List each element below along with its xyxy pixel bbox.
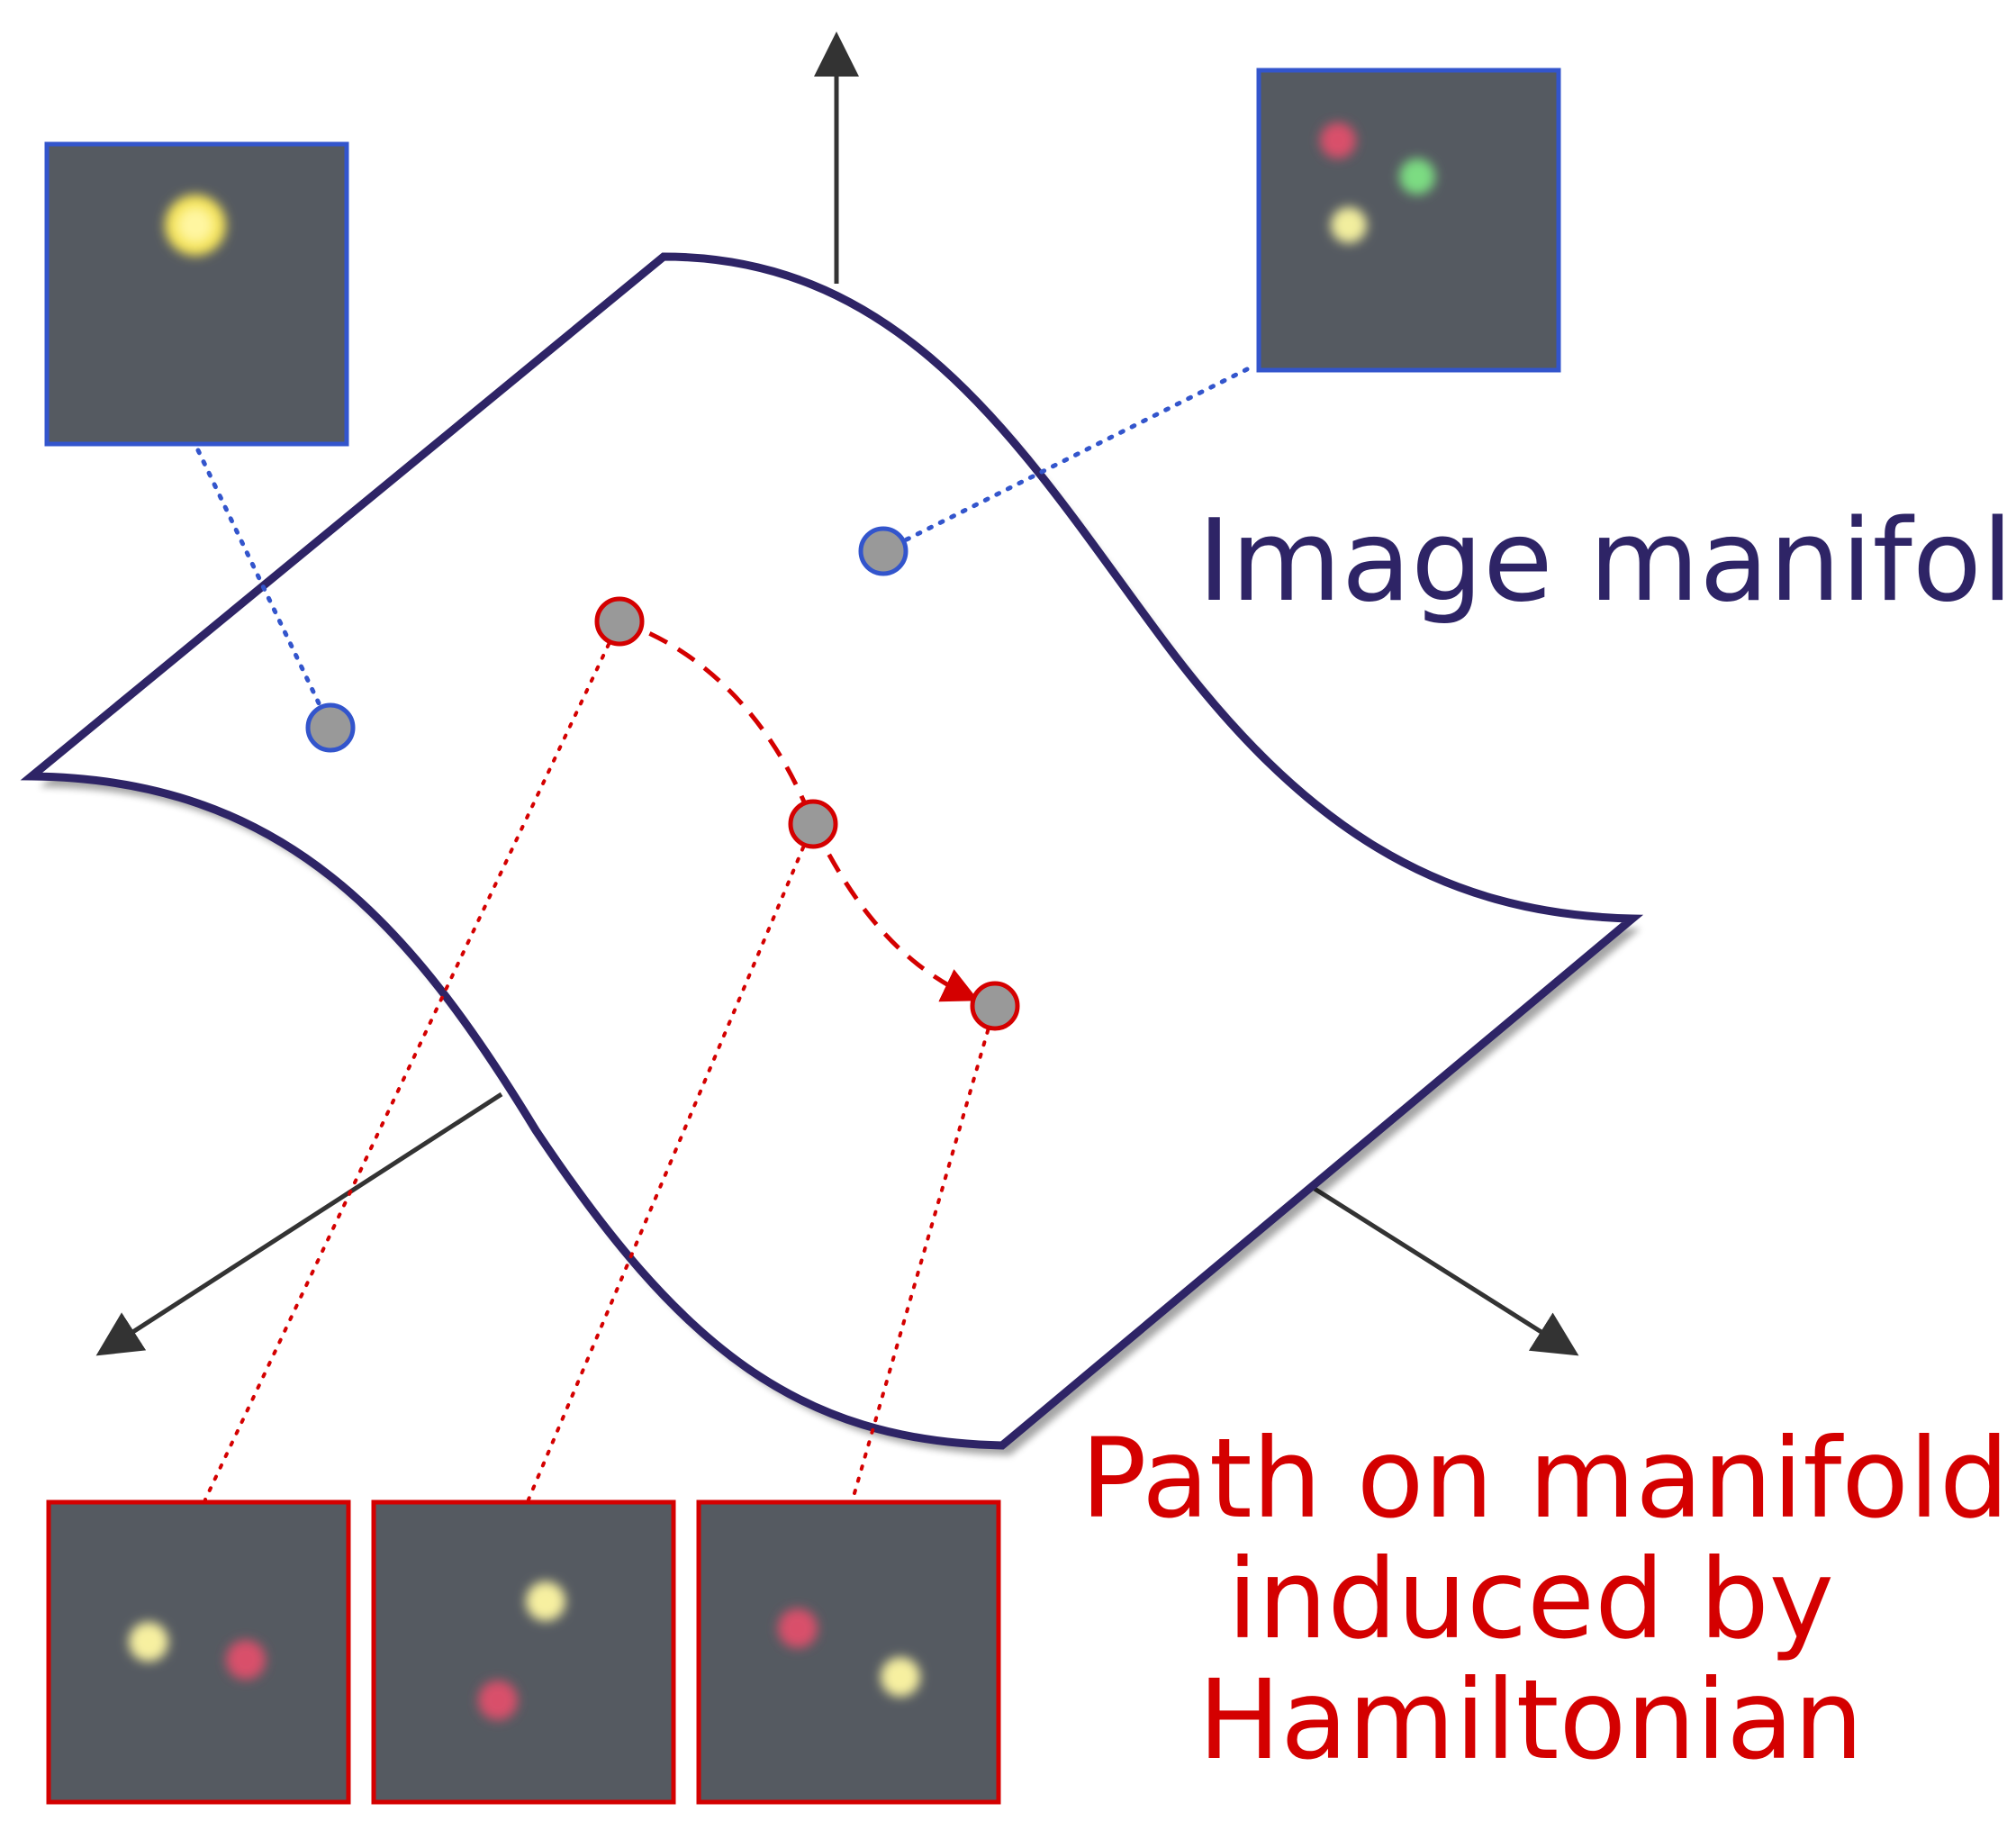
path-label-line-3: Hamiltonian [1198, 1656, 1864, 1785]
thumb-path-3 [696, 1499, 1001, 1805]
red-connector-3 [851, 1004, 997, 1501]
red-point-2 [788, 799, 838, 849]
red-connector-1 [203, 620, 621, 1501]
thumb-three-balls [1256, 68, 1561, 373]
hamiltonian-path [619, 619, 980, 1002]
manifold-surface [20, 252, 1644, 1450]
thumb-path-1 [46, 1499, 351, 1805]
blue-point-right [858, 526, 909, 576]
red-point-3 [970, 981, 1020, 1031]
blue-point-left [305, 702, 356, 753]
axis-right [1313, 1186, 1579, 1356]
thumb-single-yellow-ball [44, 141, 349, 447]
path-label-line-2: induced by [1227, 1536, 1834, 1664]
red-point-1 [594, 596, 645, 647]
path-label-line-1: Path on manifold [1080, 1415, 2010, 1543]
blue-connector-right [902, 367, 1250, 543]
thumb-path-2 [371, 1499, 676, 1805]
path-label: Path on manifold induced by Hamiltonian [1080, 1415, 2010, 1785]
blue-connector-left [195, 448, 333, 730]
image-manifold-label: Image manifold [1198, 494, 2016, 627]
red-connector-2 [527, 822, 815, 1501]
axis-left [95, 1092, 503, 1356]
